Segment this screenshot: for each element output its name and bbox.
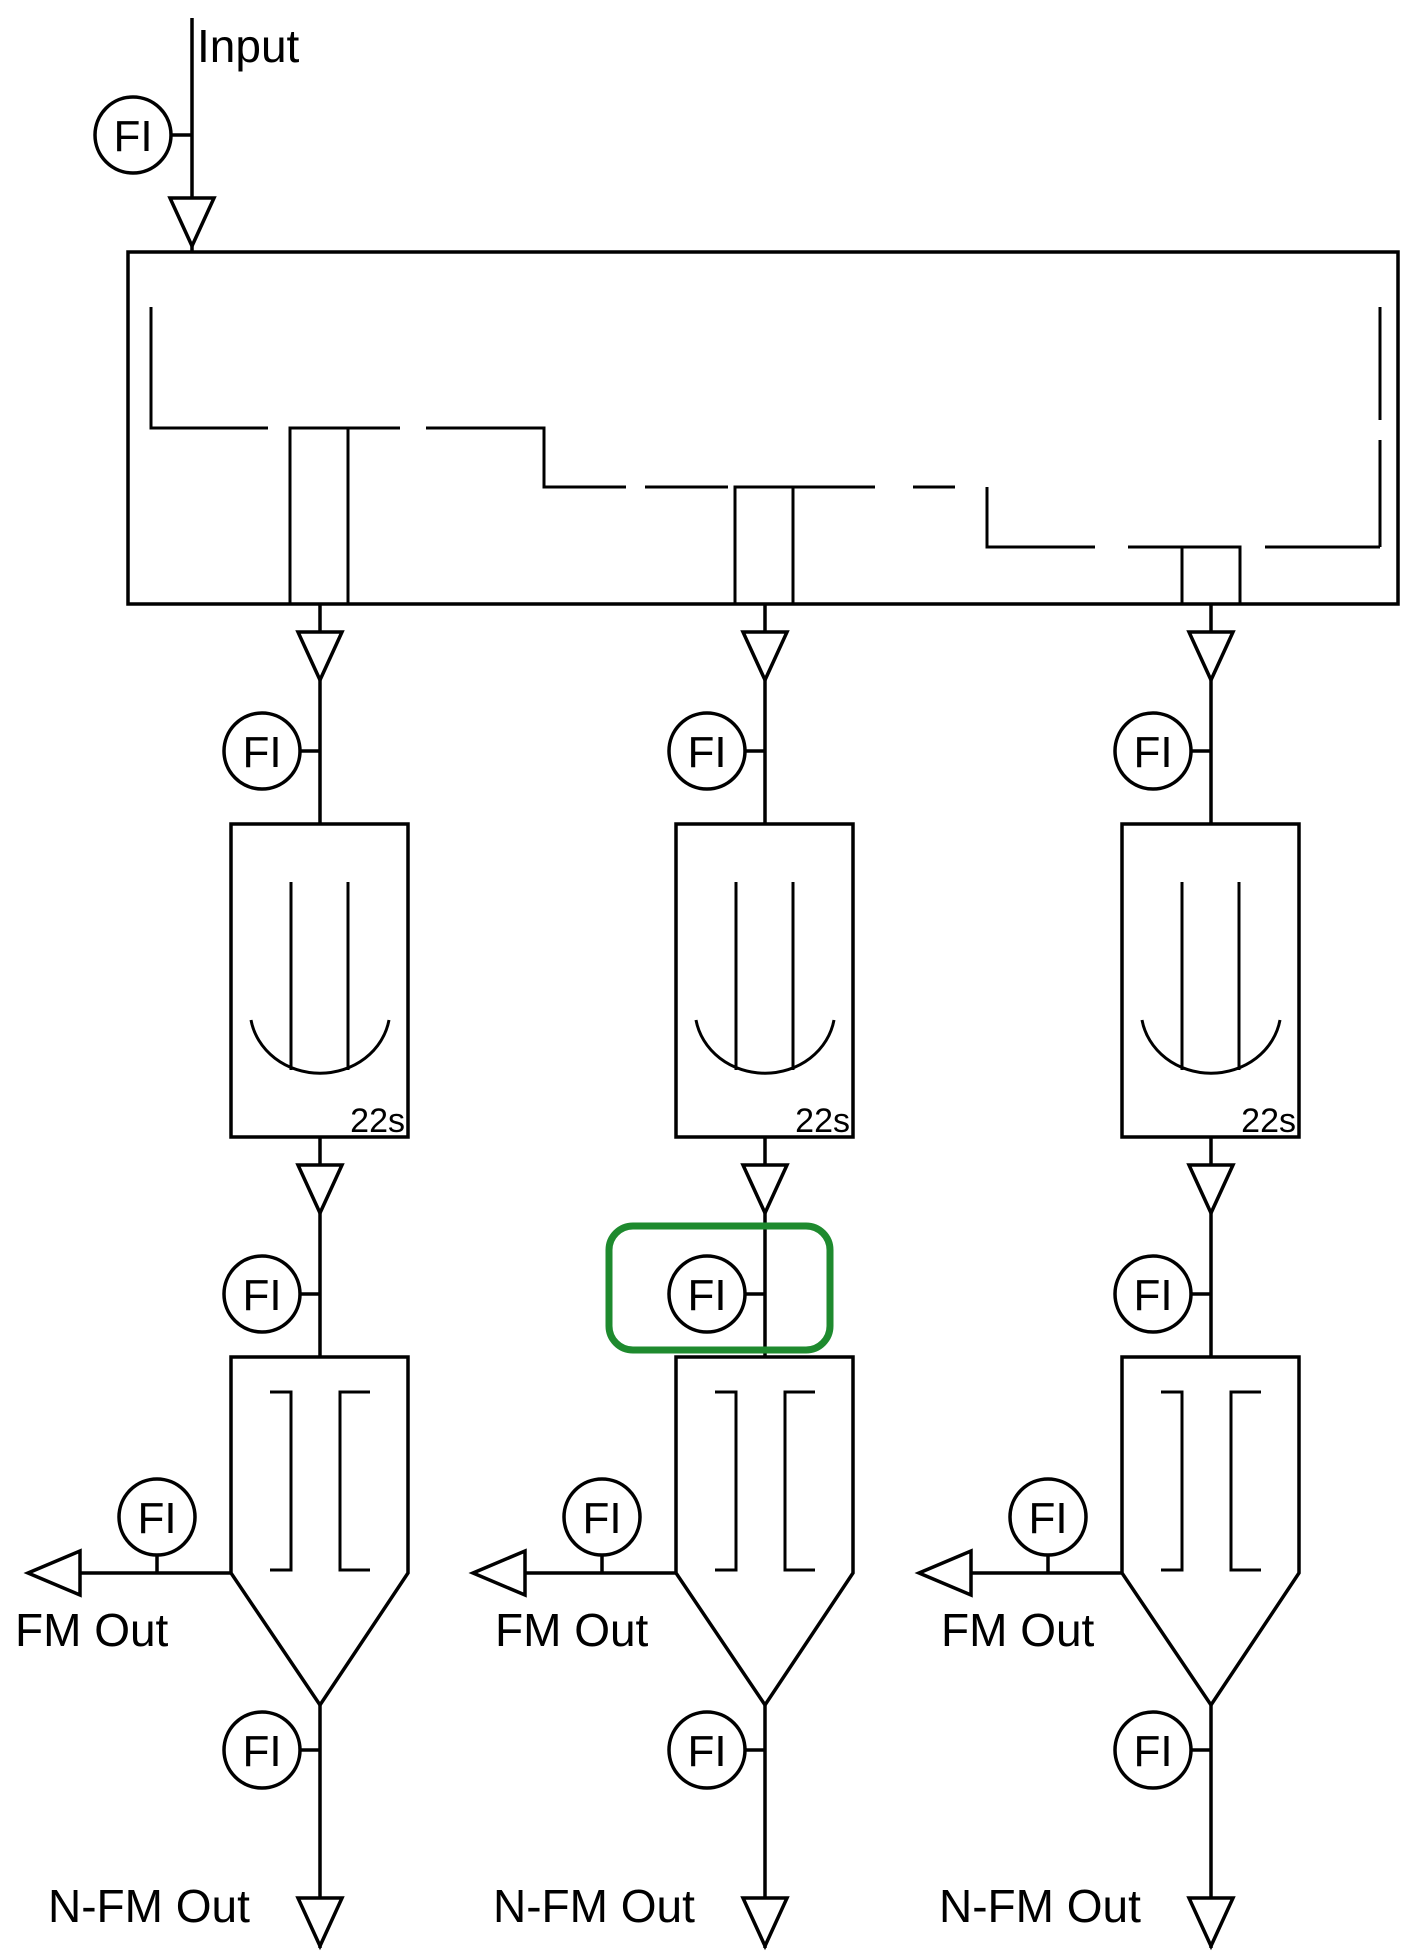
- nfm-out-label: N-FM Out: [48, 1880, 250, 1932]
- tank-outlet-middle: [733, 485, 795, 604]
- timer-label: 22s: [1241, 1102, 1296, 1140]
- flow-indicator-label: FI: [242, 1271, 281, 1320]
- nfm-out-label: N-FM Out: [939, 1880, 1141, 1932]
- fm-out-arrow: [914, 1548, 973, 1598]
- fm-out-label: FM Out: [941, 1604, 1095, 1656]
- flow-indicator-label: FI: [1028, 1494, 1067, 1543]
- flow-indicator-label: FI: [1133, 1271, 1172, 1320]
- input-stream: Input FI: [93, 18, 300, 252]
- flow-indicator-label: FI: [137, 1494, 176, 1543]
- input-label: Input: [197, 20, 300, 72]
- flow-arrow: [1186, 1163, 1236, 1218]
- nfm-out-arrow: [295, 1896, 345, 1951]
- distribution-tank: [126, 250, 1400, 606]
- hydrocyclone: [674, 1355, 855, 1709]
- highlight-box: [605, 1222, 834, 1354]
- processing-column-middle: FI 22s FI FI FM Out FI N-FM Out: [468, 604, 855, 1951]
- flow-arrow: [295, 630, 345, 685]
- flow-indicator-label: FI: [1133, 728, 1172, 777]
- fm-out-arrow: [23, 1548, 82, 1598]
- fm-out-label: FM Out: [15, 1604, 169, 1656]
- timer-label: 22s: [795, 1102, 850, 1140]
- input-flow-arrow: [167, 196, 217, 251]
- flow-indicator-label: FI: [687, 728, 726, 777]
- flow-indicator-label: FI: [687, 1271, 726, 1320]
- hydrocyclone: [1120, 1355, 1301, 1709]
- processing-column-right: FI 22s FI FI FM Out FI N-FM Out: [914, 604, 1301, 1951]
- flow-arrow: [740, 630, 790, 685]
- processing-column-left: FI 22s FI FI FM Out FI N-FM Out: [15, 604, 410, 1951]
- nfm-out-arrow: [1186, 1896, 1236, 1951]
- flow-indicator-label: FI: [242, 1727, 281, 1776]
- flow-indicator-label: FI: [687, 1727, 726, 1776]
- hydrocyclone: [229, 1355, 410, 1709]
- tank-outlet-left: [288, 426, 350, 604]
- flow-indicator-label: FI: [1133, 1727, 1172, 1776]
- separator-vessel: 22s: [229, 822, 410, 1140]
- input-flow-indicator-label: FI: [113, 112, 152, 161]
- tank-outlet-right: [1180, 545, 1242, 604]
- separator-vessel: 22s: [674, 822, 855, 1140]
- timer-label: 22s: [350, 1102, 405, 1140]
- flow-arrow: [740, 1163, 790, 1218]
- nfm-out-label: N-FM Out: [493, 1880, 695, 1932]
- flow-arrow: [295, 1163, 345, 1218]
- flow-indicator-label: FI: [242, 728, 281, 777]
- flow-indicator-label: FI: [582, 1494, 621, 1543]
- nfm-out-arrow: [740, 1896, 790, 1951]
- flow-arrow: [1186, 630, 1236, 685]
- separator-vessel: 22s: [1120, 822, 1301, 1140]
- fm-out-arrow: [468, 1548, 527, 1598]
- fm-out-label: FM Out: [495, 1604, 649, 1656]
